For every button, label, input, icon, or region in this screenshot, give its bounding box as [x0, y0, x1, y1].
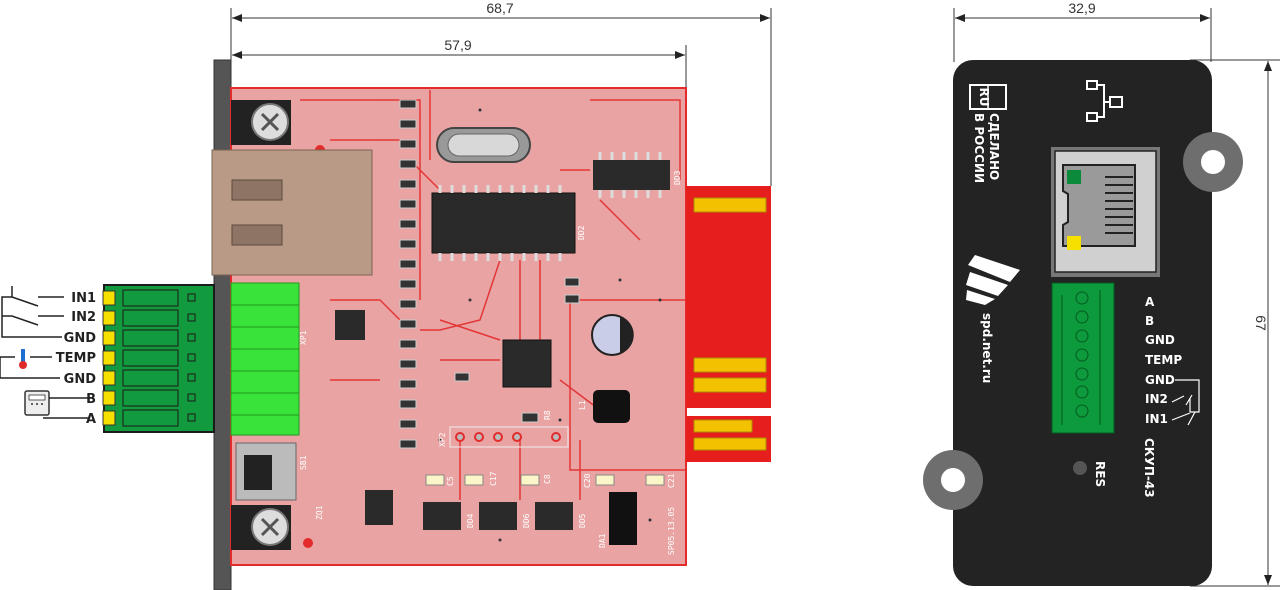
resistor-array: [399, 99, 580, 449]
label-a: A: [86, 412, 96, 427]
label-in1: IN1: [71, 291, 96, 306]
front-panel-edge: [213, 59, 232, 590]
capacitor-c17: [464, 474, 484, 486]
capacitor-c5: [425, 474, 445, 486]
silk-c20: C20: [583, 473, 592, 488]
front-label-in2: IN2: [1145, 392, 1168, 406]
label-temp: TEMP: [56, 351, 96, 366]
front-label-temp: TEMP: [1145, 353, 1182, 367]
label-gnd-2: GND: [64, 372, 97, 387]
reset-button-hole[interactable]: [1073, 461, 1087, 475]
made-in-russia-logo: RU СДЕЛАНО В РОССИИ: [969, 84, 1007, 183]
front-label-b: B: [1145, 314, 1154, 328]
chip-da2: [365, 490, 393, 525]
network-icon: [1086, 80, 1123, 122]
front-terminal-block: [1051, 282, 1115, 434]
silk-xp1: XP1: [299, 330, 308, 345]
silk-dd6: DD6: [522, 513, 531, 528]
silk-dd2: DD2: [577, 225, 586, 240]
dimension-total-width-label: 68,7: [486, 0, 513, 16]
pcb-terminal-block: [230, 282, 300, 436]
made-in-line-1: СДЕЛАНО: [987, 113, 1001, 180]
front-label-gnd-2: GND: [1145, 373, 1175, 387]
front-label-in1: IN1: [1145, 412, 1168, 426]
screw-bottom: [231, 505, 291, 550]
edge-connector: [686, 186, 771, 462]
chip-dd3: [593, 152, 670, 198]
model-name: СКУП-43: [1142, 438, 1156, 498]
dimension-panel-height-label: 67: [1253, 315, 1269, 331]
dimension-panel-height: [1190, 59, 1280, 587]
silk-l1: L1: [578, 400, 587, 410]
reset-button-sb1: [235, 442, 297, 501]
silk-c8: C8: [543, 474, 552, 484]
silk-dd3: DD3: [673, 170, 682, 185]
board-revision: SP05.13.05: [667, 507, 676, 555]
screw-top: [231, 100, 291, 145]
inductor-l1: [593, 390, 630, 423]
made-in-line-2: В РОССИИ: [972, 113, 986, 183]
website-text: spd.net.ru: [980, 313, 994, 383]
capacitor-c20: [595, 474, 615, 486]
front-switch-icon: [1171, 379, 1200, 426]
side-terminal-labels: IN1 IN2 GND TEMP GND B A: [56, 291, 96, 427]
label-in2: IN2: [71, 310, 96, 325]
rj45-jack-side: [211, 149, 373, 276]
microcontroller: [502, 339, 552, 388]
resistor-r8: [521, 412, 539, 423]
rj45-jack-front: [1051, 147, 1160, 277]
regulator-da1: [609, 492, 637, 545]
header-xp2: [449, 426, 569, 448]
ru-mark: RU: [977, 88, 991, 107]
chip-dd6: [479, 502, 517, 530]
chip-dd5: [535, 502, 573, 530]
chip-dd2: [431, 185, 576, 261]
chip-dd4: [423, 502, 461, 530]
energy-meter-icon: [24, 390, 88, 419]
silk-dd5: DD5: [578, 513, 587, 528]
silk-c21: C21: [667, 473, 676, 488]
electrolytic-capacitor: [591, 314, 634, 356]
silk-c5: C5: [446, 476, 455, 486]
silk-xp2: XP2: [438, 432, 447, 447]
front-terminal-labels: A B GND TEMP GND IN2 IN1: [1145, 295, 1182, 426]
dimension-panel-width: [953, 8, 1212, 62]
mounting-hole-bottom: [923, 450, 983, 510]
silk-sb1: SB1: [299, 455, 308, 470]
silk-r8: R8: [543, 410, 552, 420]
switch-icon: [1, 286, 64, 338]
silk-da1: DA1: [598, 533, 607, 548]
crystal-zq1: [436, 127, 531, 163]
capacitor-c8: [520, 474, 540, 486]
label-gnd-1: GND: [64, 331, 97, 346]
chip-small: [335, 310, 365, 340]
capacitor-c21: [645, 474, 665, 486]
label-b: B: [86, 392, 96, 407]
dimension-board-width-label: 57,9: [444, 37, 471, 53]
front-label-gnd-1: GND: [1145, 333, 1175, 347]
thermometer-icon: [0, 349, 60, 379]
dimension-panel-width-label: 32,9: [1068, 0, 1095, 16]
reset-label: RES: [1093, 461, 1107, 487]
mounting-hole-top: [1183, 132, 1243, 192]
dimension-board-width: [232, 45, 687, 90]
dimension-total-width: [230, 8, 772, 186]
front-label-a: A: [1145, 295, 1155, 309]
silk-dd4: DD4: [466, 513, 475, 528]
brand-logo: [966, 255, 1020, 305]
silk-c17: C17: [489, 471, 498, 486]
external-terminal-block: [102, 284, 215, 433]
silk-zq1: ZQ1: [315, 505, 324, 520]
